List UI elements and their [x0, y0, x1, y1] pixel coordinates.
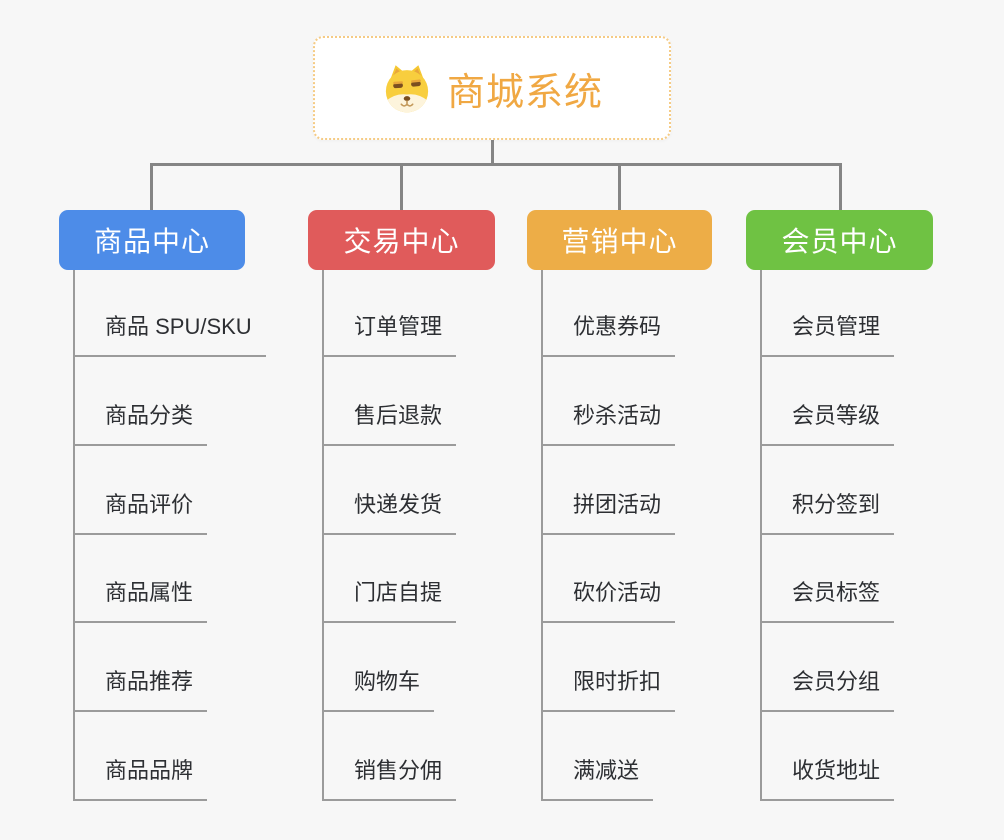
branch-label: 商品中心 — [93, 226, 210, 257]
branch-label: 交易中心 — [343, 226, 460, 257]
leaf-node[interactable]: 商品推荐 — [73, 666, 208, 712]
branch-spine-line — [541, 270, 543, 801]
leaf-node[interactable]: 门店自提 — [322, 577, 457, 623]
leaf-node[interactable]: 售后退款 — [322, 400, 457, 446]
leaf-node[interactable]: 购物车 — [322, 666, 435, 712]
branch-node-product-center[interactable]: 商品中心 — [59, 210, 245, 270]
leaf-node[interactable]: 商品分类 — [73, 400, 208, 446]
leaf-node[interactable]: 订单管理 — [322, 311, 457, 357]
leaf-node[interactable]: 积分签到 — [760, 489, 895, 535]
connector-line — [491, 140, 494, 166]
leaf-node[interactable]: 销售分佣 — [322, 755, 457, 801]
root-node[interactable]: 商城系统 — [313, 36, 671, 140]
branch-label: 会员中心 — [781, 226, 898, 257]
connector-line — [150, 163, 842, 166]
branch-node-marketing-center[interactable]: 营销中心 — [527, 210, 712, 270]
leaf-node[interactable]: 快递发货 — [322, 489, 457, 535]
leaf-node[interactable]: 收货地址 — [760, 755, 895, 801]
shiba-dog-icon — [385, 65, 429, 113]
connector-line — [839, 164, 842, 211]
leaf-node[interactable]: 拼团活动 — [541, 489, 676, 535]
branch-spine-line — [760, 270, 762, 801]
branch-node-trade-center[interactable]: 交易中心 — [308, 210, 495, 270]
leaf-node[interactable]: 会员标签 — [760, 577, 895, 623]
leaf-node[interactable]: 满减送 — [541, 755, 654, 801]
branch-label: 营销中心 — [561, 226, 678, 257]
connector-line — [618, 164, 621, 211]
leaf-node[interactable]: 限时折扣 — [541, 666, 676, 712]
leaf-node[interactable]: 砍价活动 — [541, 577, 676, 623]
branch-spine-line — [322, 270, 324, 801]
connector-line — [150, 164, 153, 211]
root-title: 商城系统 — [446, 71, 603, 114]
leaf-node[interactable]: 商品评价 — [73, 489, 208, 535]
leaf-node[interactable]: 商品 SPU/SKU — [73, 311, 266, 357]
leaf-node[interactable]: 会员等级 — [760, 400, 895, 446]
leaf-node[interactable]: 会员管理 — [760, 311, 895, 357]
leaf-node[interactable]: 优惠券码 — [541, 311, 676, 357]
connector-line — [400, 164, 403, 211]
leaf-node[interactable]: 会员分组 — [760, 666, 895, 712]
leaf-node[interactable]: 商品品牌 — [73, 755, 208, 801]
branch-spine-line — [73, 270, 75, 801]
branch-node-member-center[interactable]: 会员中心 — [746, 210, 933, 270]
leaf-node[interactable]: 秒杀活动 — [541, 400, 676, 446]
leaf-node[interactable]: 商品属性 — [73, 577, 208, 623]
